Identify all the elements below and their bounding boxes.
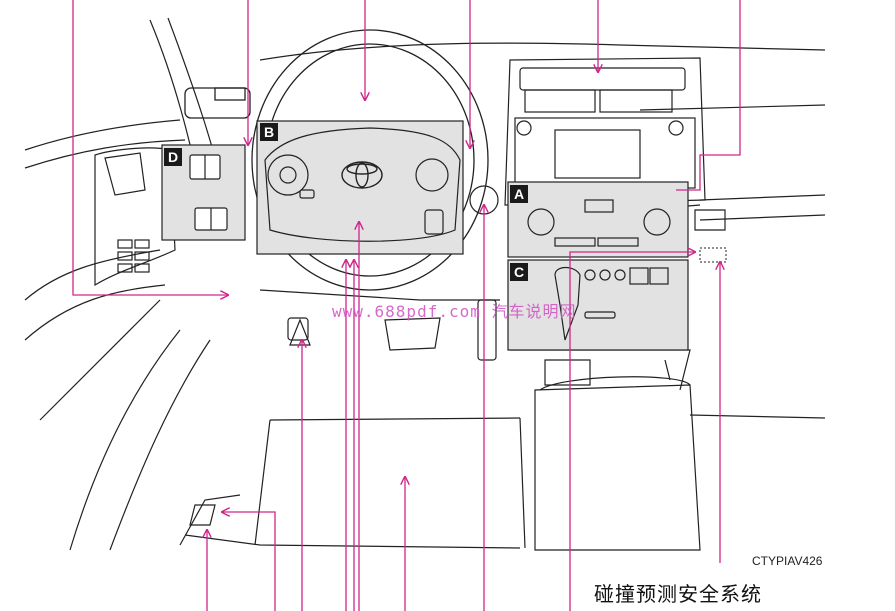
climate-panel (527, 199, 671, 247)
switch-panel (189, 154, 228, 231)
sensor-box (699, 247, 727, 263)
shifter (554, 266, 669, 341)
callout-c-label: C (513, 264, 525, 280)
callout-a-label: A (513, 186, 525, 202)
callout-d-label: D (167, 149, 179, 165)
watermark: www.688pdf.com 汽车说明网 (332, 302, 577, 321)
callout-b-label: B (263, 124, 275, 140)
steering-hub (264, 127, 461, 242)
region-c (507, 259, 689, 351)
figure-caption: 碰撞预测安全系统 (594, 582, 762, 606)
callout-d: D (164, 148, 182, 166)
callout-a: A (510, 185, 528, 203)
callout-c: C (510, 263, 528, 281)
steering-wheel (184, 29, 489, 291)
interior-outline (24, 17, 826, 551)
leader-lines (72, 0, 741, 611)
callout-b: B (260, 123, 278, 141)
figure-code: CTYPIAV426 (752, 554, 823, 568)
toyota-logo-icon (341, 161, 383, 189)
